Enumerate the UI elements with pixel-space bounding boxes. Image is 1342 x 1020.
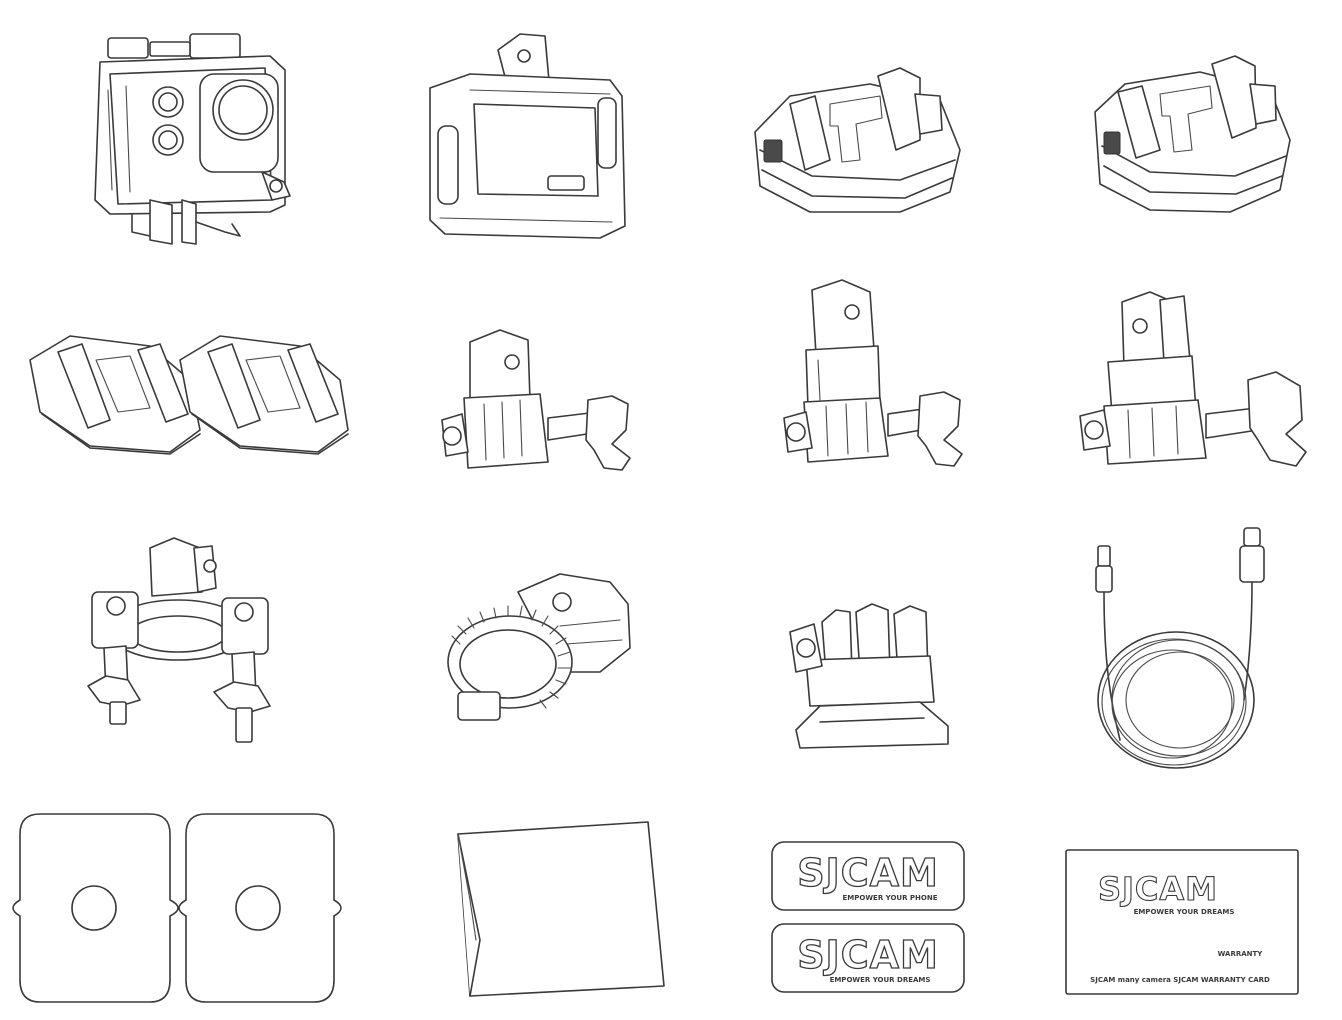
three-way-pivot-arm-icon (1079, 291, 1307, 467)
sticker-bottom-logo: SJCAM (797, 933, 939, 977)
flat-adhesive-mounts-icon (29, 335, 349, 455)
sticker-bottom-tagline: EMPOWER YOUR DREAMS (830, 976, 931, 984)
waterproof-case-icon (94, 33, 291, 245)
short-pivot-arm-icon (441, 329, 631, 471)
handlebar-mount-icon (87, 537, 271, 743)
logo-stickers-icon (771, 841, 965, 993)
frame-mount-icon (429, 33, 626, 239)
sticker-bottom: SJCAM EMPOWER YOUR DREAMS (797, 932, 939, 984)
tripod-adapter-icon (447, 573, 631, 721)
warranty-card-tagline: EMPOWER YOUR DREAMS (1134, 908, 1235, 916)
sticker-top: SJCAM EMPOWER YOUR PHONE (797, 850, 939, 902)
warranty-card-icon: SJCAM EMPOWER YOUR DREAMS WARRANTY SJCAM… (1065, 849, 1299, 995)
lens-cloth-icon (457, 821, 665, 997)
warranty-card-footer: SJCAM many camera SJCAM WARRANTY CARD (1090, 976, 1270, 984)
usb-cable-icon (1095, 527, 1265, 769)
long-pivot-arm-icon (783, 279, 963, 467)
adhesive-pads-icon (12, 813, 342, 1003)
quick-release-buckle-icon (1094, 55, 1291, 213)
warranty-card-logo: SJCAM (1098, 870, 1218, 908)
tripod-mount-icon (789, 603, 949, 749)
sticker-top-logo: SJCAM (797, 851, 939, 895)
quick-release-buckle-icon (754, 67, 961, 213)
warranty-card-label: WARRANTY (1218, 950, 1264, 958)
sticker-top-tagline: EMPOWER YOUR PHONE (842, 894, 937, 902)
